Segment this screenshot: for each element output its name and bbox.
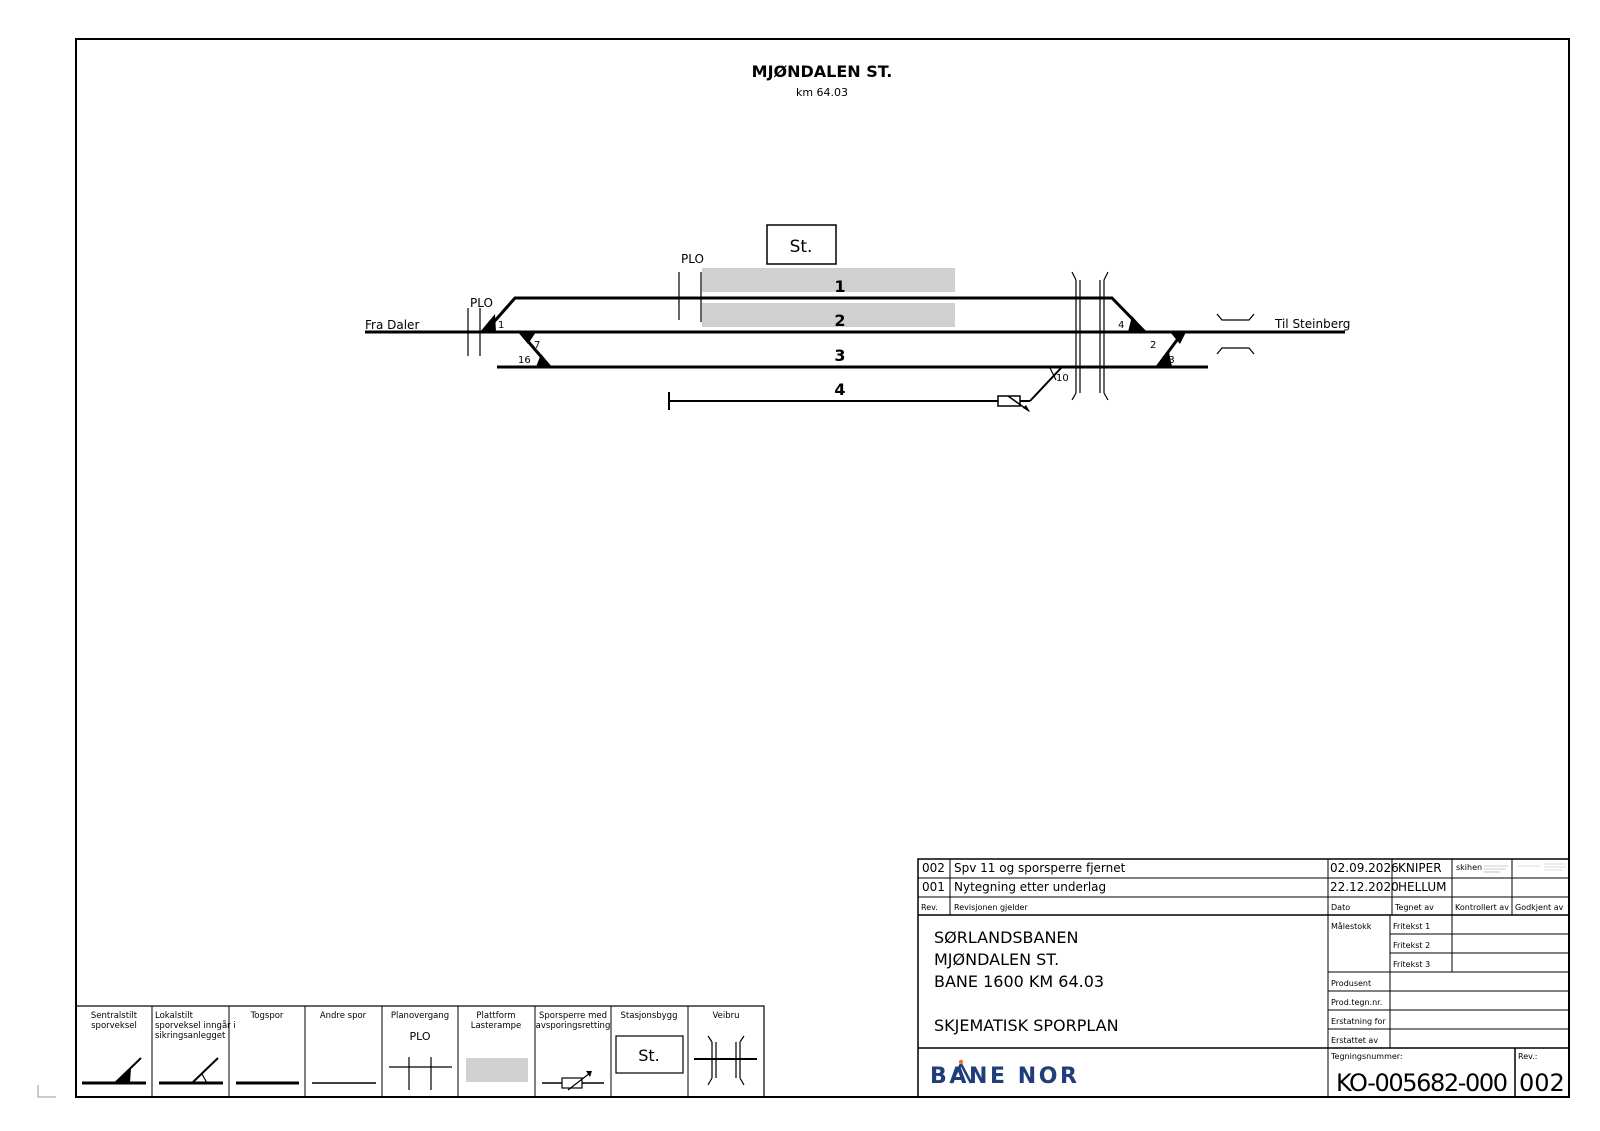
legend-symbol-level-crossing: [389, 1057, 452, 1090]
switch-10-local: [1049, 367, 1057, 381]
rev-001-drawn: HELLUM: [1398, 880, 1447, 894]
drawing-frame: [75, 38, 1570, 1098]
switch-number-10: 10: [1056, 373, 1069, 384]
meta-free-2: Fritekst 2: [1393, 941, 1430, 950]
drawing-number: KO-005682-000: [1336, 1069, 1508, 1097]
direction-right: Til Steinberg: [1274, 317, 1350, 331]
station-building-label: St.: [790, 237, 813, 257]
legend-label-road-bridge: Veibru: [712, 1011, 739, 1021]
meta-scale: Målestokk: [1331, 921, 1372, 931]
legend-symbol-platform: [466, 1058, 528, 1082]
rev-001-text: Nytegning etter underlag: [954, 880, 1106, 894]
corner-mark: [37, 1085, 56, 1098]
switch-number-4: 4: [1118, 320, 1124, 331]
legend-level-crossing-sub: PLO: [409, 1030, 430, 1043]
rev-002-date: 02.09.2026: [1330, 861, 1399, 875]
switch-number-23: 23: [1162, 355, 1175, 366]
brand-logo: BANE NOR: [930, 1059, 1080, 1089]
meta-prod-no: Prod.tegn.nr.: [1331, 998, 1382, 1007]
meta-free-3: Fritekst 3: [1393, 960, 1430, 969]
switch-23-marker: [1155, 352, 1172, 367]
meta-replaced-by: Erstattet av: [1331, 1036, 1378, 1045]
track-4-branch: [1029, 366, 1063, 402]
legend-label-train-track: Togspor: [250, 1011, 284, 1021]
rev-002-number: 002: [922, 861, 945, 875]
level-crossings: [467, 272, 702, 356]
brand-logo-mark: [949, 1063, 973, 1084]
brand-name: BANE NOR: [930, 1064, 1080, 1089]
title-block: [917, 858, 1570, 1098]
switch-number-2: 2: [1150, 340, 1156, 351]
meta-rev-label: Rev.:: [1518, 1052, 1537, 1061]
legend-label-level-crossing: Planovergang: [391, 1011, 449, 1021]
switch-number-1: 1: [498, 320, 504, 331]
rev-002-drawn: KNIPER: [1398, 861, 1442, 875]
revision-number: 002: [1519, 1069, 1565, 1097]
track-number-3: 3: [834, 346, 845, 365]
rev-header-rev: Rev.: [921, 903, 938, 912]
legend-symbol-central-switch: [82, 1057, 146, 1085]
page-subtitle: km 64.03: [796, 86, 848, 99]
switch-1-marker: [480, 314, 496, 332]
rev-001-number: 001: [922, 880, 945, 894]
page-title: MJØNDALEN ST.: [752, 62, 893, 81]
track-number-1: 1: [834, 277, 845, 296]
switch-2-marker: [1170, 332, 1186, 344]
plo-left-label: PLO: [470, 296, 493, 310]
logo-small-1-lines: [1484, 865, 1508, 873]
direction-left: Fra Daler: [365, 318, 419, 332]
rev-header-date: Dato: [1331, 903, 1350, 912]
track-number-2: 2: [834, 311, 845, 330]
project-line-1: SØRLANDSBANEN: [934, 928, 1079, 947]
meta-drawing-no-label: Tegningsnummer:: [1330, 1052, 1403, 1061]
rev-001-date: 22.12.2020: [1330, 880, 1399, 894]
station-building: St.: [766, 224, 837, 265]
meta-replaces: Erstatning for: [1331, 1017, 1386, 1026]
switch-number-16: 16: [518, 355, 531, 366]
legend-symbol-station-building: St.: [615, 1035, 684, 1074]
logo-small-2-lines: [1518, 863, 1566, 871]
track-number-4: 4: [834, 380, 845, 399]
rev-002-text: Spv 11 og sporsperre fjernet: [954, 861, 1126, 875]
bridge-symbols-right: [1216, 313, 1255, 355]
project-line-2: MJØNDALEN ST.: [934, 950, 1059, 969]
platform-track-1: [702, 268, 955, 292]
meta-producer: Produsent: [1331, 979, 1371, 988]
track-4: [668, 366, 1063, 412]
project-line-4: SKJEMATISK SPORPLAN: [934, 1016, 1119, 1035]
road-bridge: [1071, 271, 1109, 401]
rev-header-drawn: Tegnet av: [1394, 903, 1434, 912]
legend-symbol-road-bridge: [694, 1035, 757, 1086]
plo-mid-label: PLO: [681, 252, 704, 266]
legend-symbol-local-switch: [159, 1057, 223, 1085]
track-1-line: [483, 296, 1147, 334]
switch-4-marker: [1128, 316, 1146, 332]
rev-header-approved: Godkjent av: [1515, 903, 1564, 912]
switch-7-marker: [518, 332, 536, 344]
platform-track-2: [702, 303, 955, 327]
legend-label-other-track: Andre spor: [320, 1011, 367, 1021]
legend-station-building-sub: St.: [638, 1046, 660, 1065]
switch-number-7: 7: [534, 340, 540, 351]
project-line-3: BANE 1600 KM 64.03: [934, 972, 1104, 991]
logo-small-1: skihen: [1456, 863, 1482, 872]
legend-label-station-building: Stasjonsbygg: [621, 1011, 678, 1021]
rev-header-checked: Kontrollert av: [1455, 903, 1509, 912]
legend-symbol-derailer: [542, 1071, 604, 1091]
switch-markers: [480, 314, 1186, 367]
rev-header-text: Revisjonen gjelder: [954, 903, 1028, 912]
meta-free-1: Fritekst 1: [1393, 922, 1430, 931]
switch-16-marker: [536, 354, 552, 367]
